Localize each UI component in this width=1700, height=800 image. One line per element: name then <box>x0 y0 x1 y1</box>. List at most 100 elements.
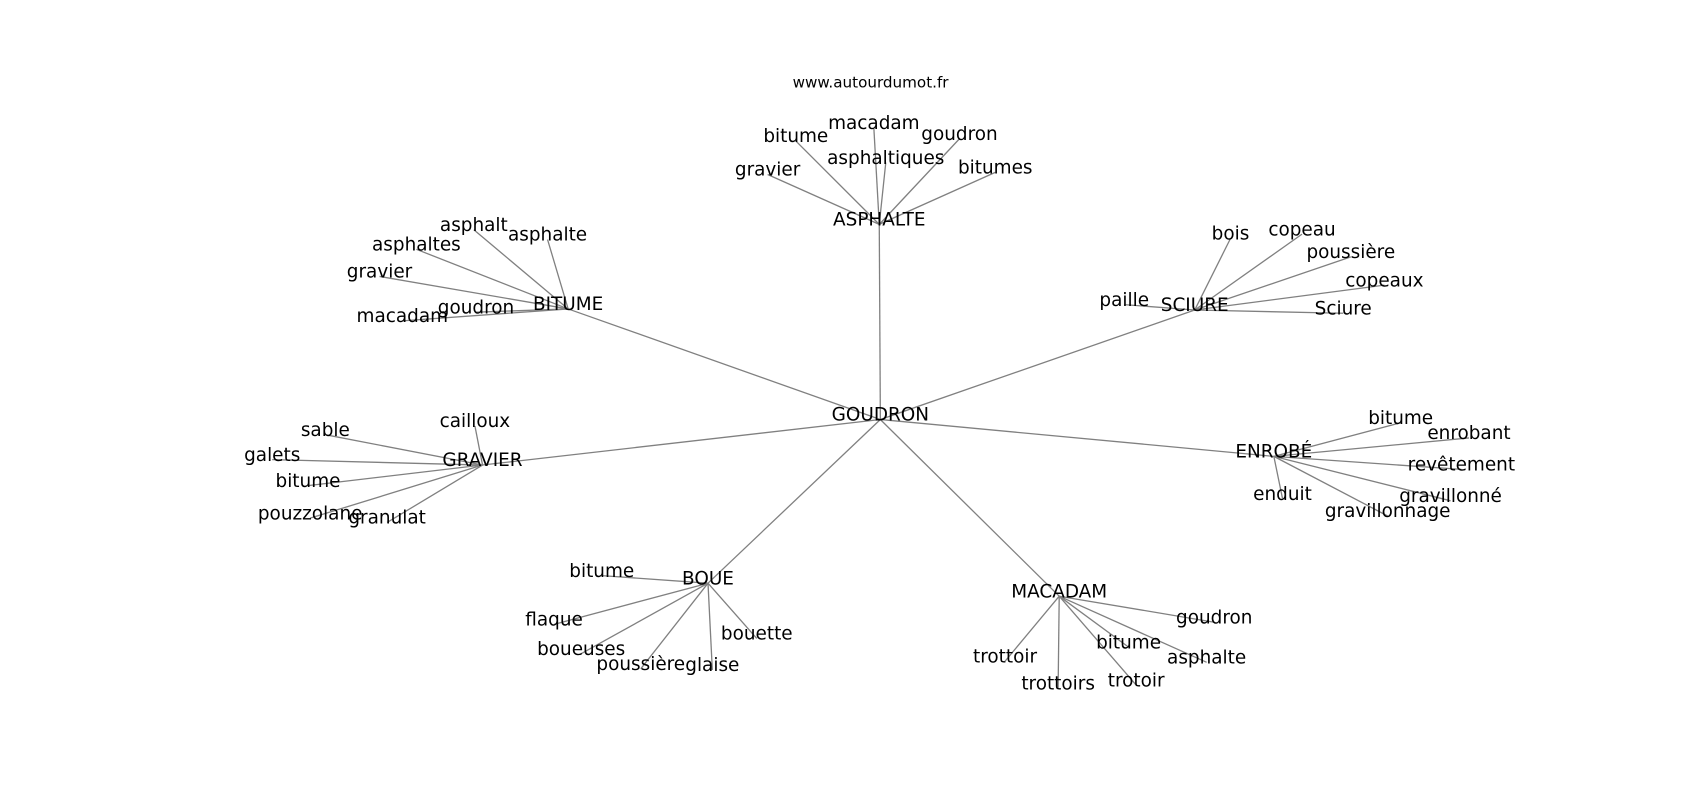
leaf-node[interactable]: asphalt <box>440 215 508 236</box>
leaf-node[interactable]: asphaltes <box>372 234 461 255</box>
leaf-node[interactable]: bitume <box>1368 408 1433 429</box>
edge-leaf <box>416 248 569 310</box>
leaf-node[interactable]: trotoir <box>1108 670 1165 691</box>
hub-node[interactable]: ENROBÉ <box>1235 441 1312 463</box>
edge-leaf <box>1057 596 1060 689</box>
edge-leaf <box>386 464 483 524</box>
leaf-node[interactable]: pouzzolane <box>258 503 363 524</box>
leaf-node[interactable]: asphaltiques <box>827 148 944 169</box>
edge-leaf <box>580 582 709 655</box>
leaf-node[interactable]: granulat <box>348 508 425 529</box>
leaf-node[interactable]: paille <box>1099 290 1149 311</box>
leaf-node[interactable]: cailloux <box>440 411 511 432</box>
leaf-node[interactable]: revêtement <box>1408 455 1515 476</box>
edge-root-bitume <box>567 308 881 421</box>
leaf-node[interactable]: goudron <box>438 297 514 318</box>
edge-leaf <box>309 464 483 519</box>
edge-leaf <box>1058 595 1137 686</box>
edge-root-gravier <box>482 418 881 466</box>
edge-leaf <box>402 308 569 322</box>
edge-leaf <box>640 582 709 670</box>
edge-leaf <box>1273 437 1470 458</box>
leaf-node[interactable]: gravier <box>347 262 413 283</box>
edge-leaf <box>553 582 709 626</box>
leaf-node[interactable]: enduit <box>1253 484 1312 505</box>
edge-leaf <box>878 162 887 225</box>
edge-leaf <box>1004 595 1060 662</box>
edge-leaf <box>325 434 483 466</box>
leaf-node[interactable]: macadam <box>828 113 920 134</box>
leaf-node[interactable]: bois <box>1212 224 1250 245</box>
edge-leaf <box>474 425 484 466</box>
edge-leaf <box>1194 284 1385 311</box>
edge-root-boue <box>707 419 881 584</box>
edge-leaf <box>707 582 758 639</box>
leaf-node[interactable]: bitume <box>763 126 828 147</box>
root-node-goudron[interactable]: GOUDRON <box>832 405 929 426</box>
leaf-node[interactable]: goudron <box>921 124 997 145</box>
edge-leaf <box>473 229 569 310</box>
leaf-node[interactable]: gravillonné <box>1399 486 1502 507</box>
edge-root-enrobé <box>880 418 1274 458</box>
leaf-node[interactable]: trottoirs <box>1021 674 1095 695</box>
edge-leaf <box>873 127 880 225</box>
leaf-node[interactable]: enrobant <box>1427 423 1510 444</box>
leaf-node[interactable]: poussière <box>596 654 685 675</box>
leaf-node[interactable]: bitume <box>276 471 341 492</box>
labels-layer: www.autourdumot.fr GOUDRON ASPHALTE gravie… <box>244 73 1515 694</box>
edge-leaf <box>1058 595 1129 648</box>
edge-leaf <box>1273 455 1388 517</box>
edge-leaf <box>1273 455 1451 502</box>
leaf-node[interactable]: Sciure <box>1315 298 1372 319</box>
hub-node[interactable]: BITUME <box>533 294 603 315</box>
edge-leaf <box>546 239 569 310</box>
edge-leaf <box>1059 595 1215 623</box>
leaf-node[interactable]: bouette <box>721 624 793 645</box>
leaf-node[interactable]: copeau <box>1268 219 1335 240</box>
edge-root-macadam <box>879 419 1060 597</box>
leaf-node[interactable]: asphalte <box>508 225 587 246</box>
edge-leaf <box>1273 422 1401 457</box>
leaf-node[interactable]: trottoir <box>973 646 1037 667</box>
leaf-node[interactable]: sable <box>301 420 350 441</box>
leaf-node[interactable]: glaise <box>685 655 739 676</box>
edge-leaf <box>1273 456 1284 499</box>
edge-leaf <box>878 138 960 225</box>
edge-leaf <box>707 583 713 670</box>
leaf-node[interactable]: copeaux <box>1345 270 1423 291</box>
hub-node[interactable]: ASPHALTE <box>833 210 925 231</box>
leaf-node[interactable]: galets <box>244 445 300 466</box>
edge-leaf <box>795 140 880 225</box>
edge-leaf <box>1124 303 1195 311</box>
hub-node[interactable]: MACADAM <box>1011 581 1107 602</box>
hub-node[interactable]: SCIURE <box>1161 295 1229 316</box>
leaf-node[interactable]: gravillonnage <box>1325 501 1451 522</box>
leaf-node[interactable]: asphalte <box>1167 647 1246 668</box>
leaf-node[interactable]: gravier <box>735 160 801 181</box>
edge-leaf <box>1194 309 1344 314</box>
edge-root-sciure <box>880 309 1195 421</box>
edge-leaf <box>1194 233 1303 311</box>
leaf-node[interactable]: macadam <box>357 306 449 327</box>
edge-leaf <box>272 458 483 466</box>
edge-leaf <box>601 574 709 584</box>
leaf-node[interactable]: flaque <box>525 610 583 631</box>
hub-node[interactable]: GRAVIER <box>442 450 522 471</box>
edge-leaf <box>379 275 569 310</box>
hub-node[interactable]: BOUE <box>682 568 734 589</box>
edges-layer <box>272 127 1470 689</box>
leaf-node[interactable]: boueuses <box>537 639 625 660</box>
leaf-node[interactable]: goudron <box>1176 607 1252 628</box>
leaf-node[interactable]: poussière <box>1306 242 1395 263</box>
edge-leaf <box>307 464 483 487</box>
edge-root-asphalte <box>878 224 882 420</box>
edge-leaf <box>1194 256 1352 311</box>
edge-leaf <box>1194 238 1232 311</box>
leaf-node[interactable]: bitume <box>1096 632 1161 653</box>
edge-leaf <box>767 173 880 225</box>
edge-leaf <box>1058 595 1207 663</box>
leaf-node[interactable]: bitume <box>569 561 634 582</box>
leaf-node[interactable]: bitumes <box>958 158 1033 179</box>
site-label: www.autourdumot.fr <box>793 73 950 91</box>
